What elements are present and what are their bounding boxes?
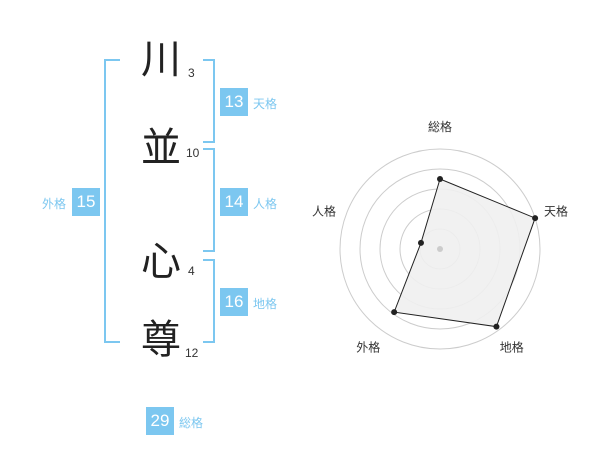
stroke-count-2: 10	[186, 146, 200, 160]
chikaku-bracket	[203, 259, 215, 343]
soukaku-label: 総格	[179, 416, 204, 430]
tenkaku-score: 13	[220, 88, 248, 116]
radar-point	[391, 309, 398, 316]
radar-center-dot	[437, 246, 443, 252]
radar-axis-label: 人格	[312, 203, 336, 218]
gaikaku-bracket	[104, 59, 120, 343]
jinkaku-bracket	[203, 148, 215, 252]
chikaku-label: 地格	[253, 297, 278, 311]
tenkaku-bracket	[203, 59, 215, 143]
chikaku-score: 16	[220, 288, 248, 316]
jinkaku-label: 人格	[253, 197, 278, 211]
radar-ring	[339, 148, 541, 350]
gaikaku-label: 外格	[42, 197, 67, 211]
radar-center	[437, 246, 443, 252]
radar-axis-label: 地格	[500, 340, 524, 355]
soukaku-score: 29	[146, 407, 174, 435]
radar-area	[393, 178, 536, 328]
radar-axis-label: 総格	[428, 119, 452, 134]
radar-points	[391, 176, 539, 330]
kanji-3: 心	[141, 239, 181, 285]
stroke-count-1: 3	[188, 66, 195, 80]
gaikaku-score: 15	[72, 188, 100, 216]
radar-point	[417, 239, 424, 246]
kanji-1: 川	[141, 37, 181, 83]
radar-axis-label: 天格	[544, 203, 568, 218]
jinkaku-score: 14	[220, 188, 248, 216]
radar-axis-label: 外格	[356, 340, 380, 355]
radar-point	[532, 215, 539, 222]
stroke-count-3: 4	[188, 264, 195, 278]
radar-point	[437, 176, 443, 182]
kanji-4: 尊	[141, 317, 181, 363]
stroke-count-4: 12	[185, 346, 199, 360]
kanji-2: 並	[141, 125, 181, 171]
tenkaku-label: 天格	[253, 97, 278, 111]
radar-point	[493, 323, 500, 330]
